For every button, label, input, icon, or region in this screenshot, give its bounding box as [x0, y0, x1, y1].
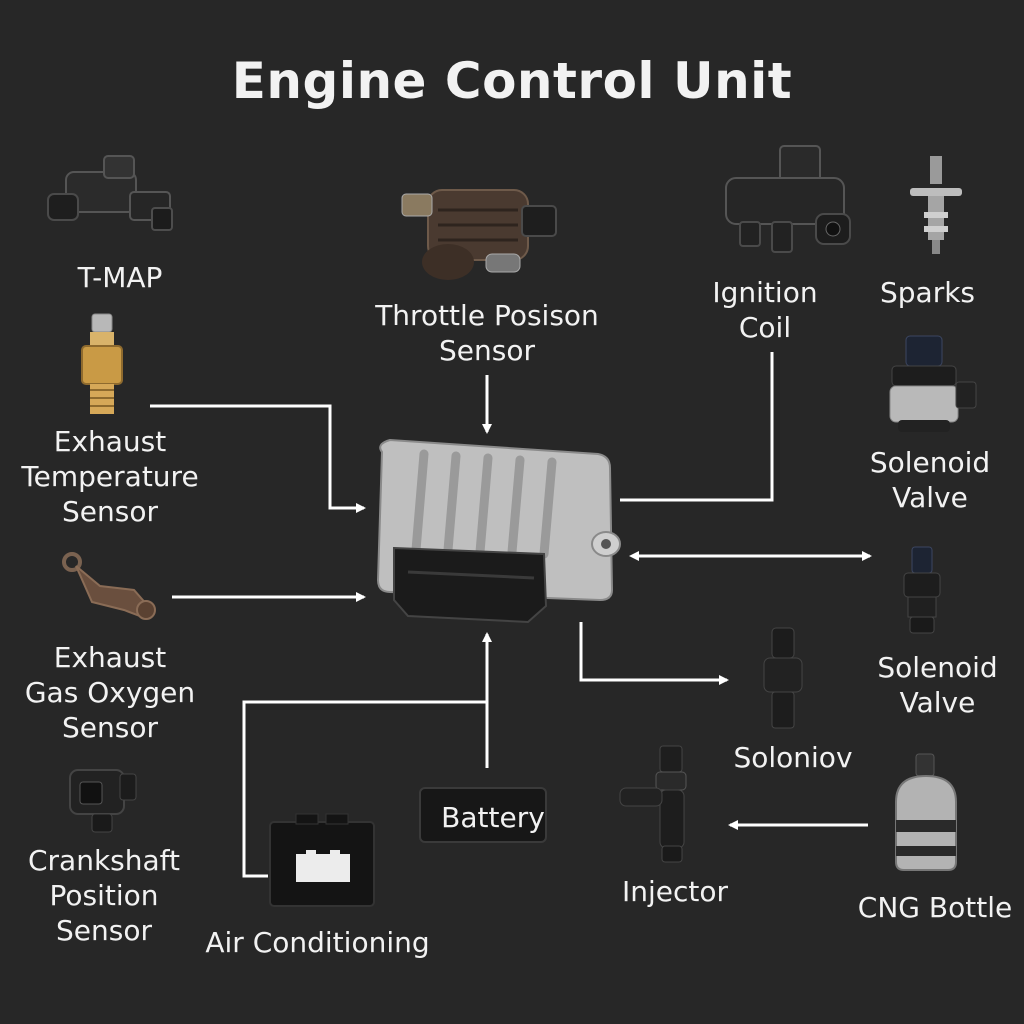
- solenoid-valve-icon: [898, 543, 958, 642]
- throttle-position-sensor-icon: [398, 170, 558, 294]
- spark-plug-icon: [906, 152, 966, 266]
- ecu-to-soloniov-wire: [579, 622, 729, 685]
- diagram-title: Engine Control Unit: [231, 52, 793, 110]
- solenoid-valve-1-label: Solenoid Valve: [869, 446, 991, 514]
- crankshaft-sensor-icon: [62, 762, 142, 846]
- injector-icon: [616, 742, 706, 871]
- battery-label: Battery: [441, 801, 545, 834]
- injector-label: Injector: [621, 875, 729, 908]
- cng-bottle-icon: [886, 750, 966, 879]
- air-conditioning-relay-icon: [266, 810, 378, 914]
- oxygen-sensor-label: Exhaust Gas Oxygen Sensor: [24, 641, 196, 744]
- t-map-sensor-icon: [42, 150, 182, 254]
- oxygen-sensor-icon: [60, 550, 160, 634]
- soloniov-label: Soloniov: [733, 741, 853, 774]
- throttle-sensor-label: Throttle Posison Sensor: [375, 299, 599, 367]
- battery-icon: [418, 784, 550, 850]
- air-conditioning-label: Air Conditioning: [205, 926, 430, 959]
- exhaust-temp-to-ecu-wire: [150, 404, 366, 513]
- ignition-coil-icon: [718, 142, 858, 266]
- sparks-label: Sparks: [879, 276, 976, 309]
- cng-bottle-label: CNG Bottle: [857, 891, 1013, 924]
- solenoid-valve-icon: [884, 332, 984, 441]
- exhaust-temperature-sensor-icon: [72, 310, 132, 424]
- aircon-to-ecu-wire: [242, 700, 487, 878]
- solenoid-valve-2-label: Solenoid Valve: [877, 651, 998, 719]
- ecu-to-ignition-wire: [620, 352, 774, 502]
- crankshaft-label: Crankshaft Position Sensor: [27, 844, 181, 947]
- t-map-label: T-MAP: [77, 261, 163, 294]
- exhaust-temp-label: Exhaust Temperature Sensor: [21, 425, 199, 528]
- soloniov-valve-icon: [756, 624, 816, 738]
- ignition-coil-label: Ignition Coil: [712, 276, 818, 344]
- ecu-box-icon: [368, 432, 628, 632]
